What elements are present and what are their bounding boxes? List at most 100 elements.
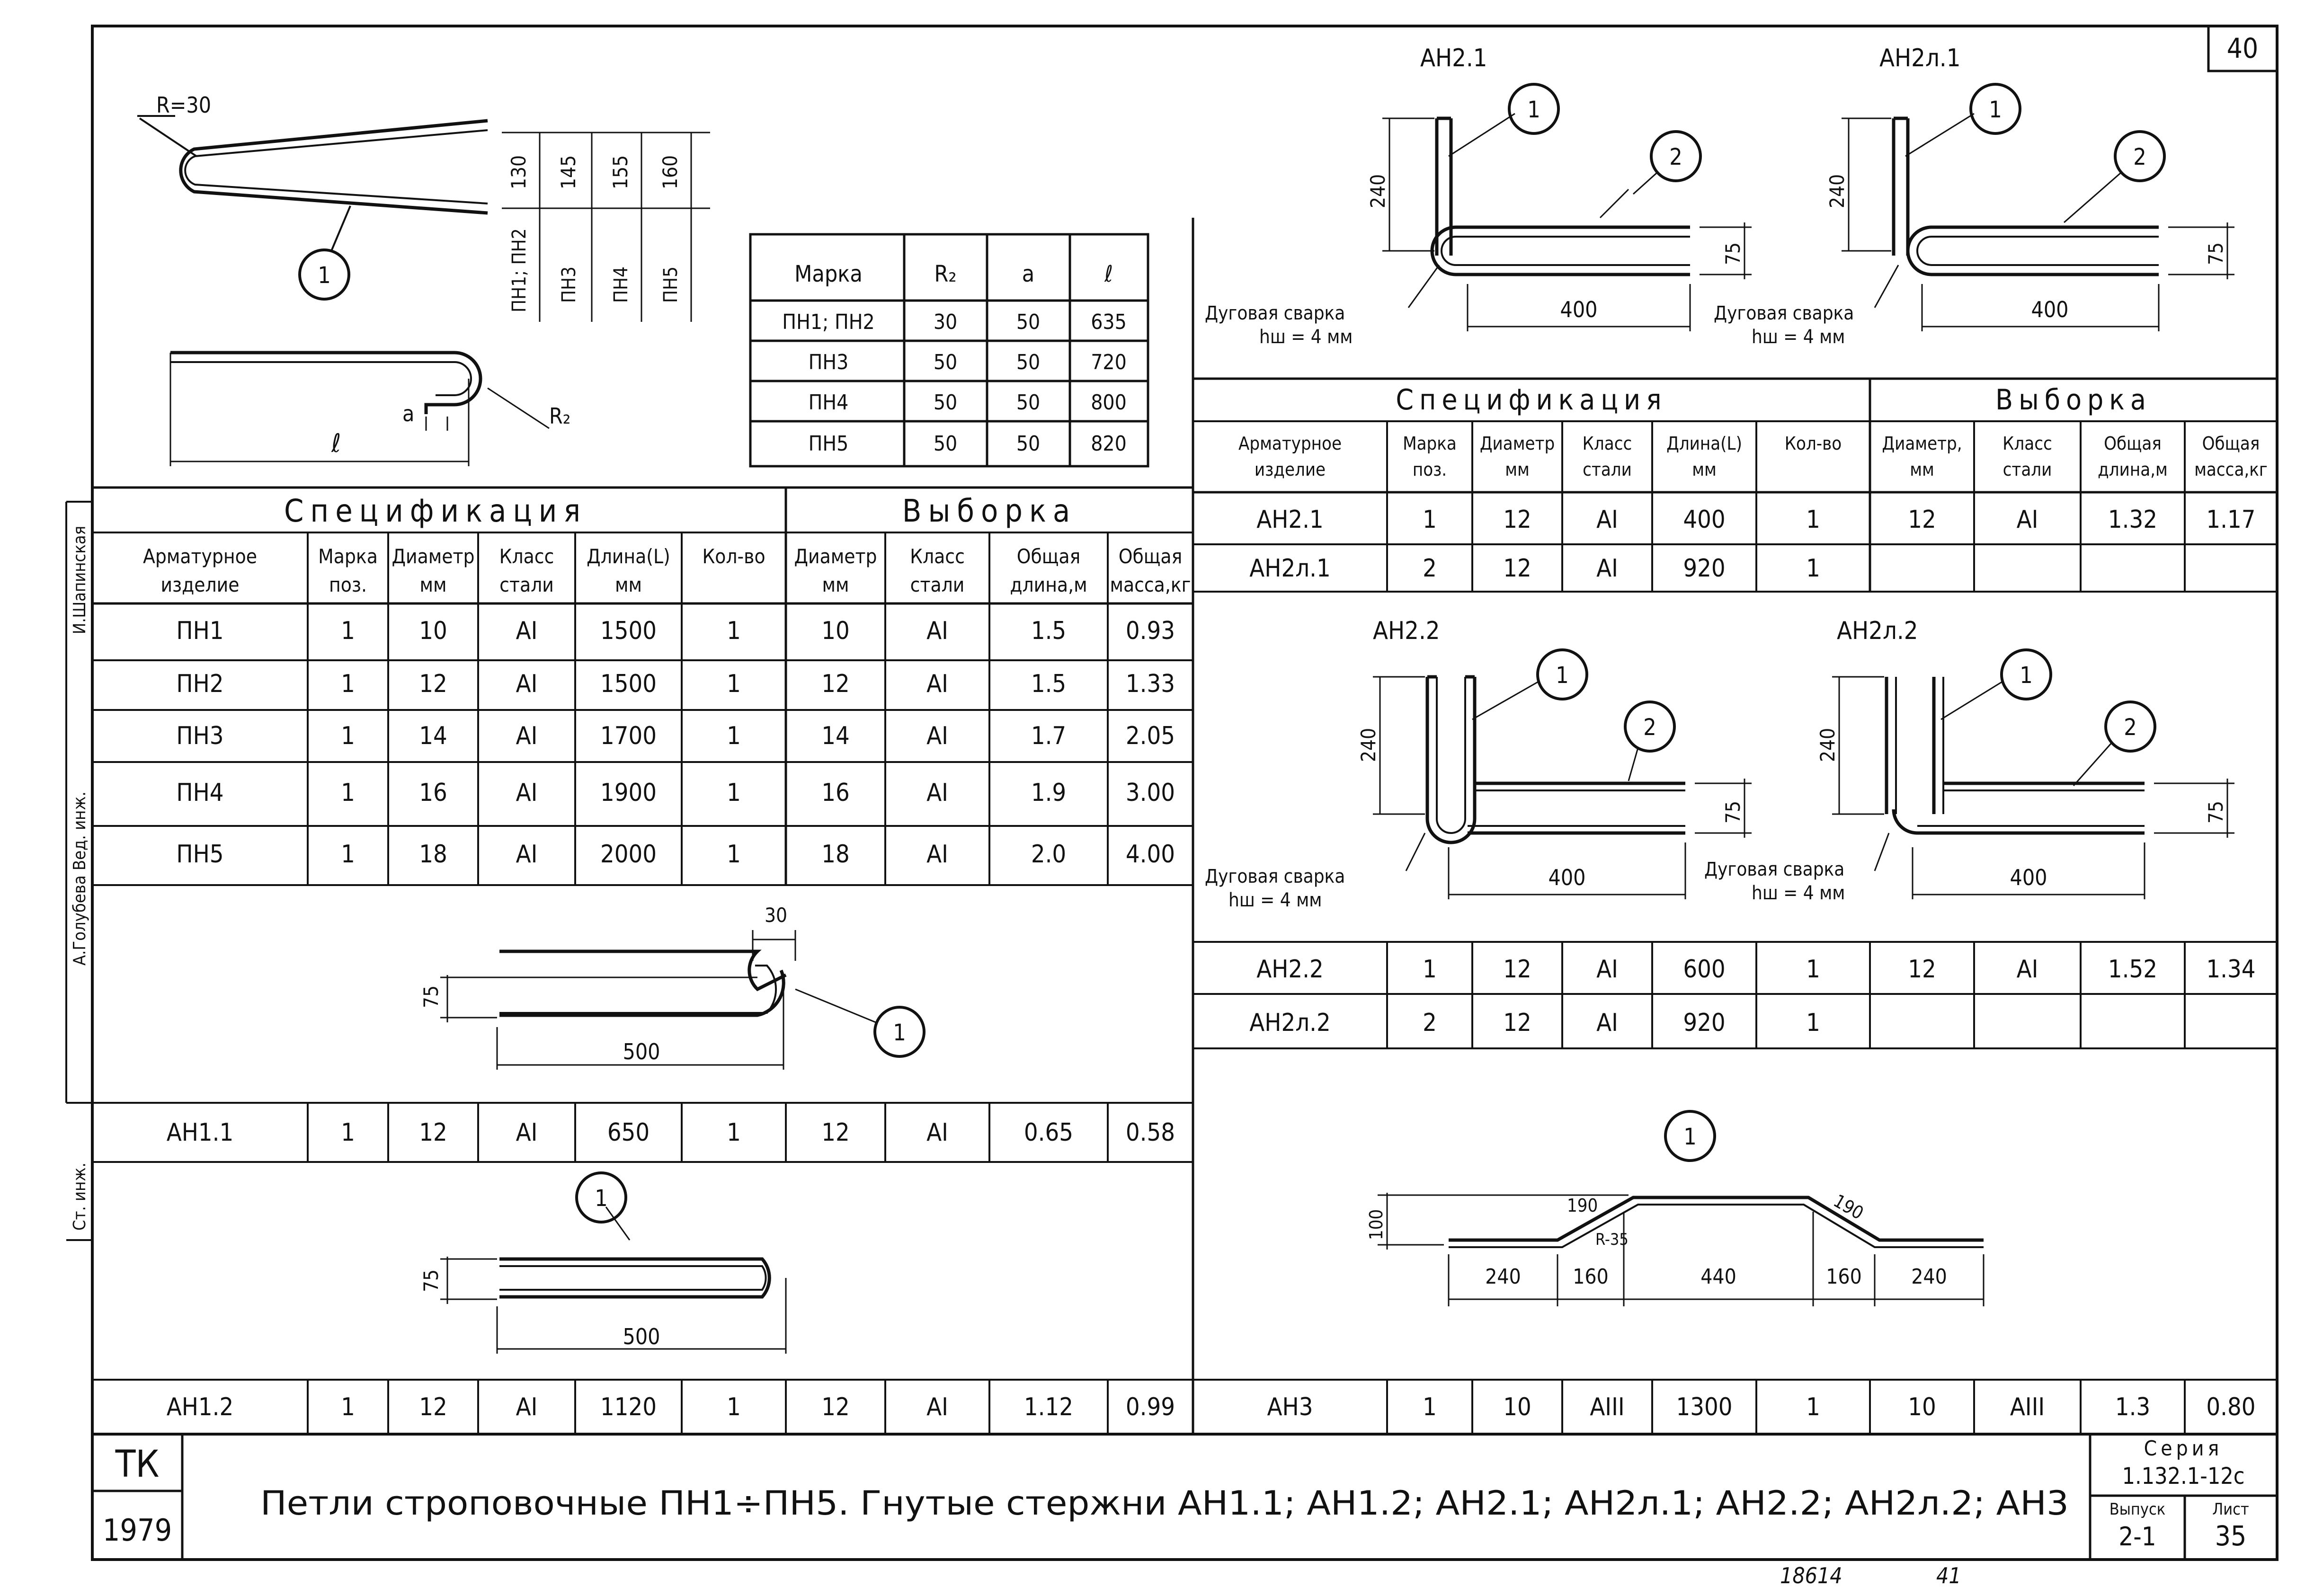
spec-right-cell: 1 [1806,955,1820,984]
spec-left-cell: 2.05 [1126,722,1175,750]
an21-height: 240 [1366,174,1389,208]
an12-position: 1 [595,1185,607,1212]
spec-right-cell: AI [1596,955,1618,984]
issue-label: Выпуск [2109,1500,2166,1519]
an12-drawing [440,1171,787,1354]
spec-left-header-cell: мм [822,573,849,596]
an22-weld-size: hш = 4 мм [1228,889,1322,911]
spec-left-cell: 1 [727,779,741,807]
pn-param-table: Марка R₂ a ℓ ПН1; ПН2 30 50 635 ПН3 50 5… [782,261,1126,456]
spec-right-cell: 2 [1423,554,1437,583]
an11-cell: 0.65 [1024,1118,1073,1147]
an3-slope-right: 190 [1830,1190,1868,1224]
spec-right-cell: 1 [1423,505,1437,534]
pn-param-cell: 50 [934,350,957,374]
an21-title: АН2.1 [1420,44,1487,72]
an3-seg-4: 160 [1826,1265,1862,1289]
spec-left-cell: 12 [821,670,850,698]
pn-param-cell: 800 [1091,390,1127,415]
an11-cell: АН1.1 [167,1118,234,1147]
spec-right-cell: AI [1596,554,1618,583]
spec-left-cell: 1.5 [1031,617,1066,645]
an12-cell: АН1.2 [167,1393,234,1421]
sheet-label: Лист [2212,1500,2249,1519]
spec-right-grid [1193,379,2277,995]
spec-right-cell: 1 [1806,554,1820,583]
spec-left-header-cell: Арматурное [143,545,257,568]
pn-param-header: ℓ [1104,261,1113,287]
spec-left-header-cell: стали [499,573,554,596]
spec-left-header-cell: Длина(L) [587,545,670,568]
an3-cell: AIII [2010,1393,2045,1421]
pn-param-header: R₂ [934,261,956,287]
spec-right-header-cell: масса,кг [2194,459,2268,480]
an3-cell: 1 [1423,1393,1437,1421]
spec-right-header-cell: стали [2003,459,2052,480]
spec-left-cell: 1.5 [1031,670,1066,698]
an2l2-length: 400 [2010,865,2047,890]
an12-cell: 12 [821,1393,850,1421]
spec-right-header-cell: Общая [2104,433,2162,454]
spec-left-cell: ПН5 [176,840,223,869]
an21-pos2: 2 [1669,144,1682,170]
spec-right-header-cell: мм [1692,459,1717,480]
an12-cell: 1.12 [1024,1393,1073,1421]
spec-left-cell: 1 [727,840,741,869]
spec-right-cell: 920 [1683,1009,1725,1037]
issue-value: 2-1 [2118,1522,2156,1552]
an2l2-pos2: 2 [2124,714,2136,741]
an3-cell: 10 [1503,1393,1531,1421]
spec-right-header-cell: поз. [1413,459,1447,480]
pn-mark-1: ПН1; ПН2 [508,228,530,312]
pn-mark-2: ПН3 [558,266,580,303]
spec-right-header-cell: Класс [1583,433,1632,454]
spec-left-title: Спецификация [284,493,587,529]
spec-right-cell: AI [2017,955,2038,984]
an2l1-weld: Дуговая сварка [1714,302,1854,324]
spec-left-cell: 16 [419,779,447,807]
an2l2-weld: Дуговая сварка [1704,859,1844,880]
bottom-note-2: 41 [1936,1563,1961,1588]
spec-left-cell: 1700 [600,722,657,750]
pn-loop-drawing [137,115,710,466]
spec-left-header-cell: стали [910,573,965,596]
spec-left-cell: AI [516,840,538,869]
spec-left-cell: 0.93 [1126,617,1175,645]
pn-param-cell: 50 [1016,390,1040,415]
an22-offset: 75 [1721,801,1744,824]
an22-weld: Дуговая сварка [1205,866,1345,887]
pn-r-label: R₂ [549,403,570,429]
spec-left-cell: ПН1 [176,617,223,645]
sheet-number: 40 [2227,32,2258,64]
spec-right-title: Спецификация [1396,383,1667,417]
title-main: Петли строповочные ПН1÷ПН5. Гнутые стерж… [260,1484,2069,1523]
spec-left-cell: 1 [341,722,355,750]
spec-right-cell: 12 [1503,505,1531,534]
an3-slope-left: 190 [1567,1195,1598,1216]
an3-drawing [1378,1110,1985,1306]
an2l2-offset: 75 [2204,801,2227,824]
an11-cell: 12 [821,1118,850,1147]
selection-left-title: Выборка [902,493,1077,529]
spec-left-cell: 1 [341,670,355,698]
spec-right-header-cell: мм [1505,459,1530,480]
spec-left-cell: 1 [341,840,355,869]
spec-left-cell: 14 [821,722,850,750]
spec-right-columns [1386,421,2186,1434]
spec-left-cell: 1 [727,722,741,750]
spec-left-columns [307,532,1109,1434]
an22-pos1: 1 [1556,662,1568,689]
spec-right-cell: 600 [1683,955,1725,984]
an3-seg-1: 240 [1485,1265,1521,1289]
spec-right-header-cell: стали [1583,459,1632,480]
an11-drawing [440,930,926,1070]
spec-left-header-cell: Диаметр [794,545,877,568]
sheet-value: 35 [2215,1520,2246,1552]
spec-right-cell: 1.34 [2206,955,2255,984]
spec-right-cell: 1 [1806,505,1820,534]
spec-left-grid [92,488,1193,886]
